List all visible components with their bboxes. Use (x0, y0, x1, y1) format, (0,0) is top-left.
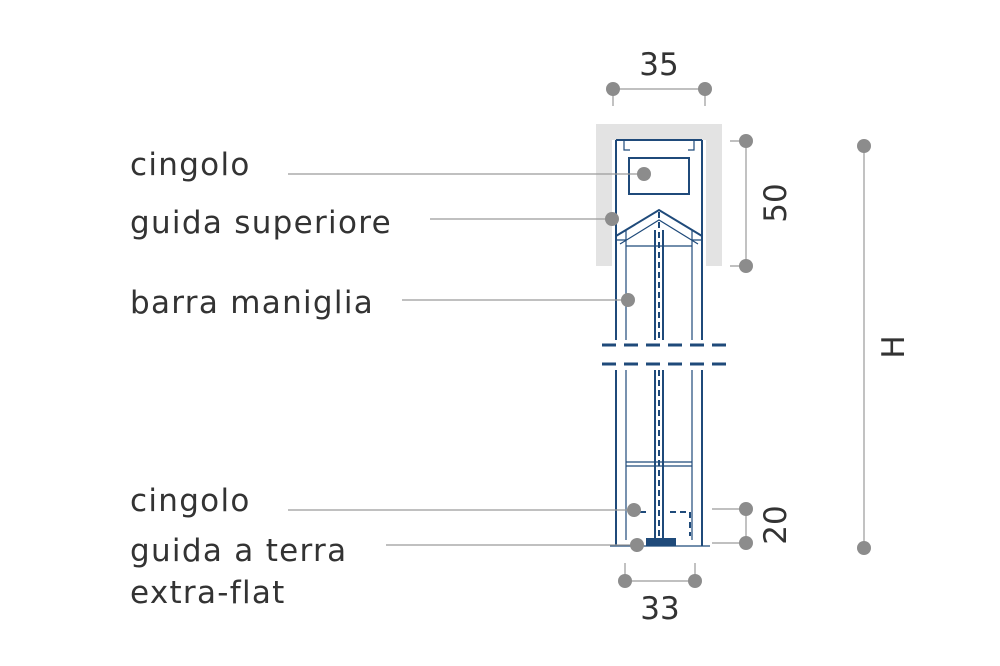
label-handle-bar: barra maniglia (130, 285, 374, 321)
dim-total-height: H (876, 335, 912, 358)
dim-bottom-width: 33 (640, 591, 679, 627)
label-floor-guide-1: guida a terra (130, 533, 347, 569)
label-top-guide: guida superiore (130, 205, 392, 241)
label-bottom-belt: cingolo (130, 483, 251, 519)
top-rail-profile (615, 139, 703, 248)
dim-top-width: 35 (639, 47, 678, 83)
dim-top-height: 50 (758, 183, 794, 222)
leaders (288, 167, 651, 552)
floor-guide (646, 538, 676, 546)
label-floor-guide-2: extra-flat (130, 575, 286, 611)
door-panel-lower (610, 370, 710, 547)
dimension-lines (606, 82, 871, 588)
label-top-belt: cingolo (130, 147, 251, 183)
top-belt-box (628, 157, 690, 195)
top-housing (596, 124, 722, 266)
dim-bottom-height: 20 (758, 505, 794, 544)
door-panel-upper (615, 212, 703, 340)
